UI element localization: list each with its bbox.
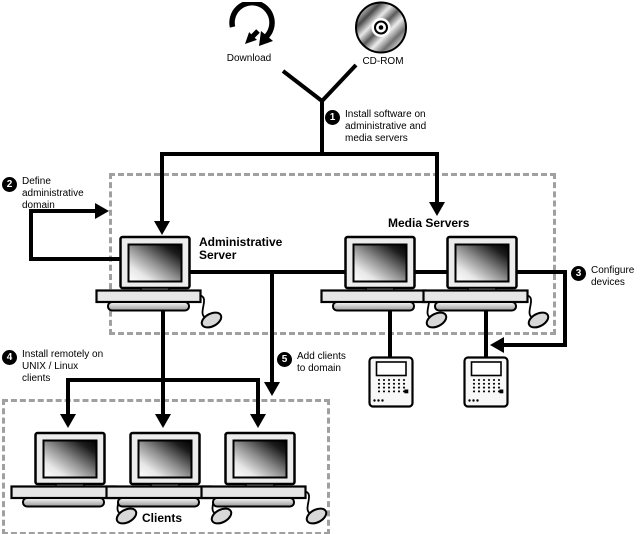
define-domain-arrowhead <box>95 203 109 219</box>
download-label: Download <box>226 53 272 64</box>
admin-server-label: Administrative Server <box>199 235 283 262</box>
step-3: 3 Configure devices <box>571 265 634 289</box>
media-servers-label: Media Servers <box>388 216 470 230</box>
step-5-text: Add clients to domain <box>297 351 346 374</box>
storage-device-1-icon <box>368 356 414 408</box>
add-clients-arrowhead <box>264 382 280 396</box>
configure-devices-arrowhead <box>490 337 504 353</box>
step-4-text: Install remotely on UNIX / Linux clients <box>22 349 104 384</box>
step-2: 2 Define administrative domain <box>2 176 84 212</box>
cdrom-icon <box>355 1 407 54</box>
step-1-badge: 1 <box>325 110 340 125</box>
step-1-text: Install software on administrative and m… <box>345 109 427 144</box>
step-2-text: Define administrative domain <box>22 176 84 211</box>
step-1: 1 Install software on administrative and… <box>325 109 426 145</box>
cdrom-label: CD-ROM <box>362 56 404 67</box>
cdrom-branch-line <box>320 63 358 103</box>
download-branch-line <box>281 69 324 103</box>
step-3-badge: 3 <box>571 266 586 281</box>
step-3-text: Configure devices <box>591 265 635 288</box>
client-computer-3-icon <box>200 431 330 526</box>
step-2-badge: 2 <box>2 177 17 192</box>
download-icon <box>229 2 275 46</box>
step-4-badge: 4 <box>2 350 17 365</box>
storage-device-2-icon <box>463 356 509 408</box>
step-5-badge: 5 <box>277 352 292 367</box>
step-5: 5 Add clients to domain <box>277 351 346 375</box>
step-4: 4 Install remotely on UNIX / Linux clien… <box>2 349 103 385</box>
clients-label: Clients <box>142 511 183 525</box>
media-server-computer-2-icon <box>422 235 552 330</box>
